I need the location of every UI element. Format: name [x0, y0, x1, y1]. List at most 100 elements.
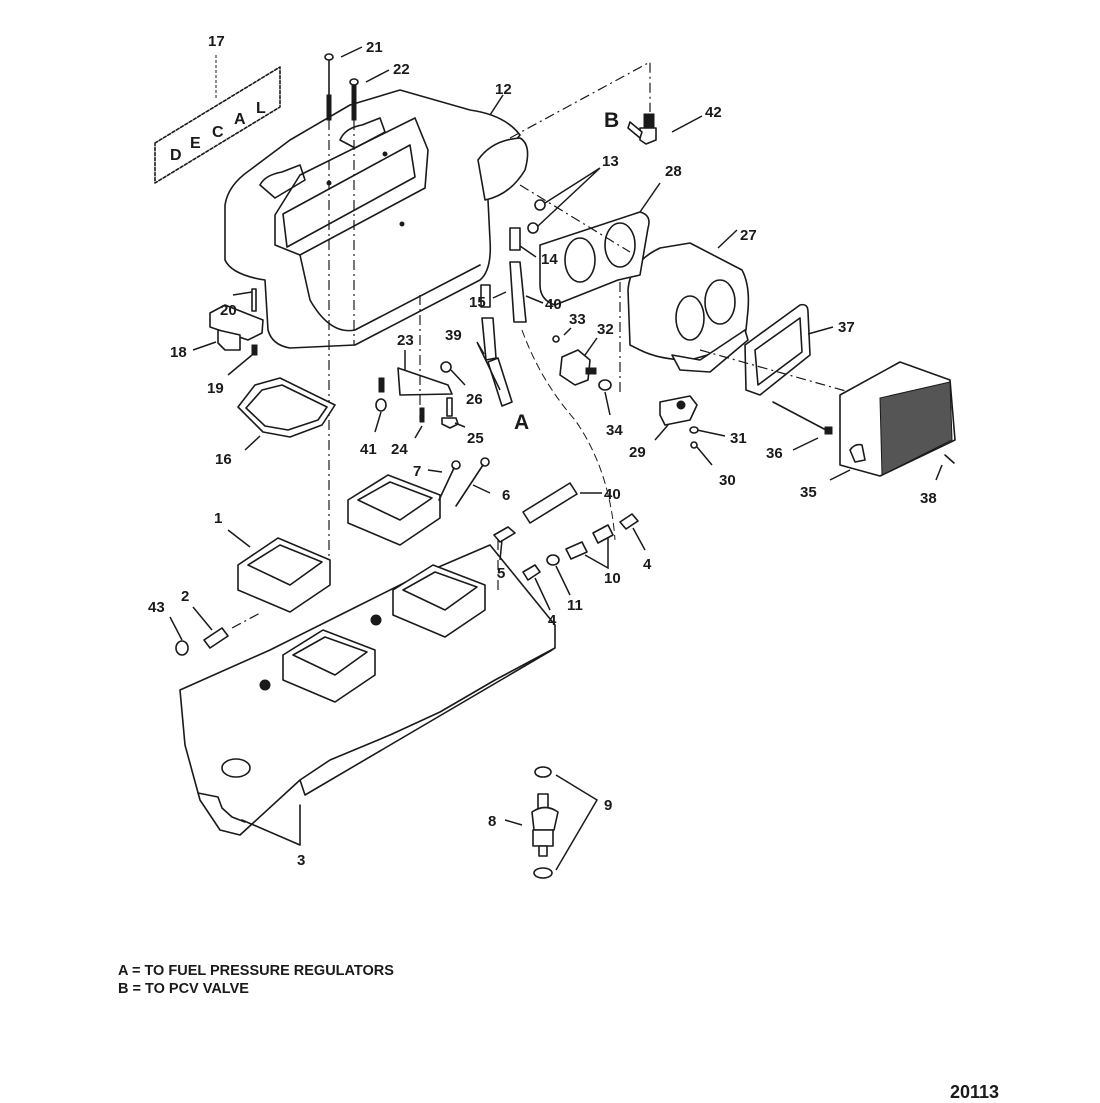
- legend-entry-b: B = TO PCV VALVE: [118, 981, 249, 997]
- legend: A = TO FUEL PRESSURE REGULATORS B = TO P…: [118, 962, 394, 998]
- plug-13: [527, 199, 546, 234]
- washer-31: [689, 426, 699, 434]
- callout-41: 41: [360, 441, 377, 458]
- callout-17: 17: [208, 33, 225, 50]
- callout-40-lower: 40: [604, 486, 621, 503]
- screw-30: [690, 441, 698, 449]
- callout-23: 23: [397, 332, 414, 349]
- iac-valve-32: [559, 349, 597, 386]
- legend-entry-a: A = TO FUEL PRESSURE REGULATORS: [118, 963, 394, 979]
- sensor-2: [203, 611, 263, 649]
- decal-letter-a: A: [234, 111, 246, 128]
- reference-letter-a: A: [514, 411, 529, 434]
- callout-25: 25: [467, 430, 484, 447]
- callout-27: 27: [740, 227, 757, 244]
- fitting-14: [509, 227, 521, 251]
- o-ring-9-bottom: [533, 867, 553, 879]
- screw-33: [552, 335, 560, 343]
- callout-14: 14: [541, 251, 558, 268]
- throttle-body-27: [619, 242, 750, 392]
- screw-36: [772, 401, 833, 435]
- callout-43: 43: [148, 599, 165, 616]
- o-ring-34: [598, 379, 612, 391]
- callout-6: 6: [502, 487, 510, 504]
- callout-4-upper: 4: [643, 556, 652, 573]
- decal-letter-d: D: [170, 147, 182, 164]
- fitting-5: [493, 526, 516, 543]
- callout-numbers: 17 21 22 1 2 42 13 28 27 14 15 40 33 32 3…: [148, 33, 937, 869]
- flame-arrestor-35: [839, 361, 956, 477]
- fitting-4-upper: [619, 513, 639, 530]
- bolt-22: [349, 78, 359, 121]
- gasket-16: [237, 377, 336, 438]
- callout-5: 5: [497, 565, 505, 582]
- reference-letter-b: B: [604, 109, 619, 132]
- callout-33: 33: [569, 311, 586, 328]
- callout-29: 29: [629, 444, 646, 461]
- decal-letter-e: E: [190, 135, 201, 152]
- callout-36: 36: [766, 445, 783, 462]
- callout-21: 21: [366, 39, 383, 56]
- callout-37: 37: [838, 319, 855, 336]
- callout-11: 11: [567, 597, 583, 614]
- bolt-6: [455, 457, 490, 507]
- decal-letter-c: C: [212, 124, 224, 141]
- callout-9: 9: [604, 797, 612, 814]
- callout-13: 13: [602, 153, 619, 170]
- figure-number: 20113: [950, 1082, 1000, 1102]
- cap-43: [175, 640, 189, 656]
- callout-1: 1: [214, 510, 222, 527]
- callout-28: 28: [665, 163, 682, 180]
- callout-38: 38: [920, 490, 937, 507]
- decal-part: D E C A L: [154, 55, 281, 184]
- callout-34: 34: [606, 422, 623, 439]
- bolt-7: [438, 460, 461, 501]
- hose-39: [481, 317, 513, 407]
- callout-40-upper: 40: [545, 296, 562, 313]
- callout-26: 26: [466, 391, 483, 408]
- hose-10: [565, 524, 614, 560]
- fitting-4-lower: [522, 564, 541, 581]
- fitting-15: [480, 284, 491, 308]
- callout-2: 2: [181, 588, 189, 605]
- callout-8: 8: [488, 813, 496, 830]
- callout-42: 42: [705, 104, 722, 121]
- clamp-11: [546, 554, 560, 566]
- callout-3: 3: [297, 852, 305, 869]
- bracket-23: [397, 295, 453, 420]
- nut-26: [440, 361, 452, 373]
- bolt-20: [251, 288, 257, 312]
- gasket-3: [197, 792, 301, 846]
- callout-20: 20: [220, 302, 237, 319]
- grommet-19: [251, 344, 258, 356]
- callout-7: 7: [413, 463, 421, 480]
- callout-22: 22: [393, 61, 410, 78]
- centerline-throttle: [519, 184, 631, 253]
- callout-32: 32: [597, 321, 614, 338]
- gasket-28: [539, 211, 650, 306]
- gasket-37: [744, 303, 811, 396]
- bolt-21: [324, 53, 334, 121]
- callout-18: 18: [170, 344, 187, 361]
- callout-39: 39: [445, 327, 462, 344]
- centerline-airbox: [699, 349, 861, 396]
- upper-plenum: [224, 89, 529, 349]
- leader-lines: [169, 46, 943, 871]
- hose-40-upper: [509, 261, 616, 541]
- callout-4-lower: 4: [548, 612, 557, 629]
- callout-19: 19: [207, 380, 224, 397]
- hose-40-lower: [522, 482, 578, 524]
- fuel-injector-8: [531, 793, 559, 857]
- map-sensor-18: [209, 304, 264, 351]
- callout-15: 15: [469, 294, 486, 311]
- pcv-elbow-fitting-42: [627, 113, 657, 145]
- callout-16: 16: [215, 451, 232, 468]
- screw-38: [944, 454, 955, 464]
- bolt-25: [441, 397, 459, 429]
- sensor-41: [375, 377, 387, 412]
- callout-31: 31: [730, 430, 747, 447]
- o-ring-9-top: [534, 766, 552, 778]
- callout-24: 24: [391, 441, 408, 458]
- decal-letter-l: L: [256, 100, 266, 117]
